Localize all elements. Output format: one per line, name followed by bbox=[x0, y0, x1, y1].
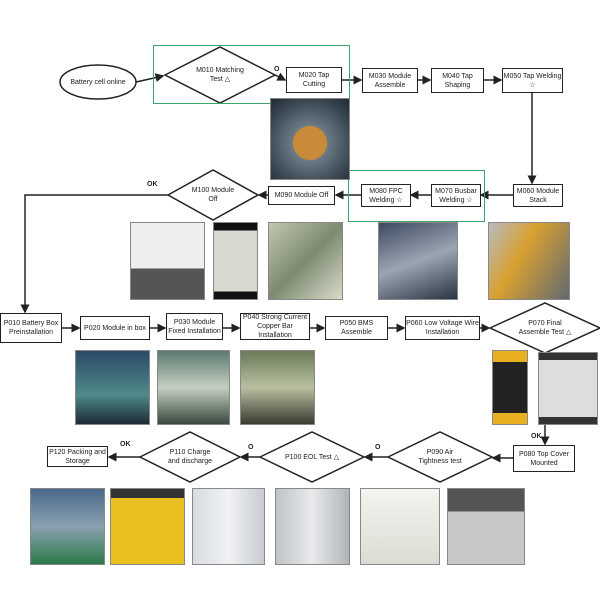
highlight-frame-m010-m020 bbox=[153, 45, 350, 104]
step-p070: P070 Final Assemble Test △ bbox=[518, 320, 572, 336]
diamond-p070 bbox=[488, 302, 600, 354]
photo-charger-cabinet bbox=[110, 488, 185, 565]
step-p030: P030 Module Fixed Installation bbox=[166, 313, 223, 340]
photo-assembly-line-3 bbox=[240, 350, 315, 425]
step-p090: P090 Air Tightness test bbox=[418, 449, 462, 465]
result-tag: OK bbox=[147, 181, 158, 188]
step-p010: P010 Battery Box Preinstallation bbox=[0, 313, 62, 343]
step-p060: P060 Low Voltage Wire Installation bbox=[405, 316, 480, 340]
step-m070: M070 Busbar Welding ☆ bbox=[431, 184, 481, 207]
step-p110: P110 Charge and discharge bbox=[168, 449, 212, 465]
step-m060: M060 Module Stack bbox=[513, 184, 563, 207]
photo-robot-cell bbox=[488, 222, 570, 300]
result-tag: OK bbox=[120, 441, 131, 448]
step-m030: M030 Module Assemble bbox=[362, 68, 418, 93]
step-p080: P080 Top Cover Mounted bbox=[513, 445, 575, 472]
result-tag: O bbox=[274, 66, 280, 73]
photo-air-tightness-tester bbox=[360, 488, 440, 565]
step-p120: P120 Packing and Storage bbox=[47, 446, 108, 467]
step-m080: M080 FPC Welding ☆ bbox=[361, 184, 411, 207]
result-tag: O bbox=[248, 444, 254, 451]
photo-tester-2 bbox=[213, 222, 258, 300]
start-label: Battery cell online bbox=[70, 78, 126, 86]
photo-test-cabinet-1 bbox=[192, 488, 265, 565]
result-tag: OK bbox=[531, 433, 542, 440]
photo-charge-discharge-tester bbox=[447, 488, 525, 565]
photo-eol-tester bbox=[275, 488, 350, 565]
photo-tester-1 bbox=[130, 222, 205, 300]
photo-handheld-tester bbox=[538, 352, 598, 425]
step-m050: M050 Tap Welding ☆ bbox=[502, 68, 563, 93]
photo-warehouse bbox=[30, 488, 105, 565]
step-m040: M040 Tap Shaping bbox=[431, 68, 484, 93]
step-m100: M100 Module Off bbox=[191, 187, 235, 203]
step-p020: P020 Module in box bbox=[80, 316, 150, 340]
photo-multimeter bbox=[492, 350, 528, 425]
photo-welding-station-1 bbox=[268, 222, 343, 300]
result-tag: O bbox=[375, 444, 381, 451]
photo-assembly-line-1 bbox=[75, 350, 150, 425]
step-m090: M090 Module Off bbox=[268, 186, 335, 205]
photo-tap-cutting-machine bbox=[270, 98, 350, 180]
highlight-frame-m070-m080 bbox=[348, 170, 485, 222]
step-p050: P050 BMS Assemble bbox=[325, 316, 388, 340]
step-m010: M010 Matching Test △ bbox=[196, 67, 244, 83]
step-p040: P040 Strong Current Copper Bar Installat… bbox=[240, 313, 310, 340]
photo-assembly-line-2 bbox=[157, 350, 230, 425]
photo-welding-station-2 bbox=[378, 222, 458, 300]
step-m020: M020 Tap Cutting bbox=[286, 67, 342, 93]
step-p100: P100 EOL Test △ bbox=[284, 453, 340, 461]
